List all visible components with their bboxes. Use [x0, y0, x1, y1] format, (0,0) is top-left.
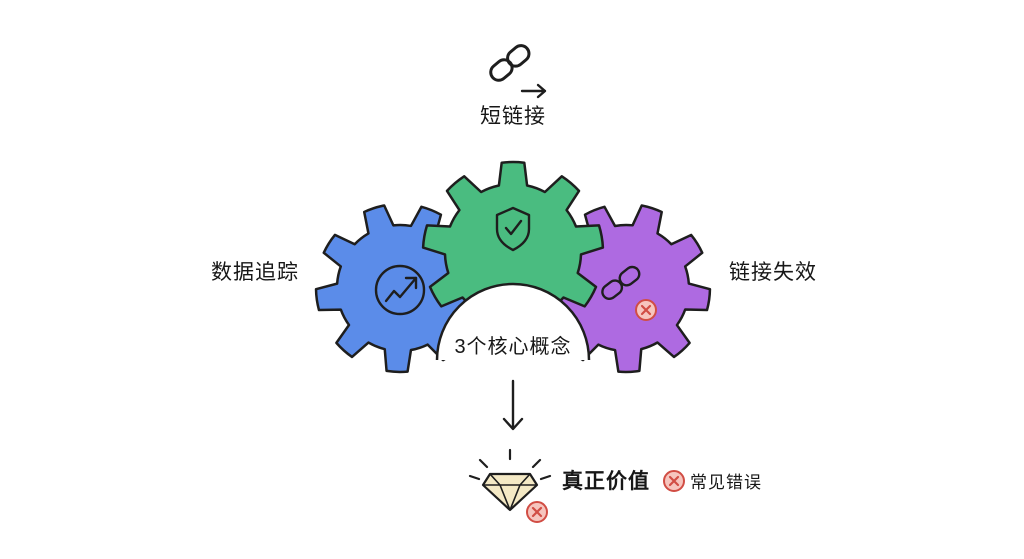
- arch-caption: 3个核心概念: [454, 336, 572, 358]
- sparkle-rays-icon: [468, 448, 552, 481]
- value-label: 真正价值: [562, 470, 650, 493]
- diamond-icon: [468, 448, 552, 512]
- gear-left-label: 数据追踪: [211, 261, 299, 284]
- redirect-arrow-icon: [520, 83, 547, 99]
- arch-opening: [435, 282, 591, 361]
- chain-link-icon: [489, 44, 531, 82]
- error-x-badge-icon: [635, 299, 657, 321]
- shield-check-icon: [495, 206, 531, 252]
- trend-arrow-icon: [374, 264, 426, 316]
- title-label: 短链接: [480, 105, 546, 128]
- down-arrow-icon: [502, 379, 524, 431]
- legend-label: 常见错误: [690, 473, 762, 492]
- gear-right-label: 链接失效: [729, 261, 817, 284]
- broken-link-icon: [601, 265, 641, 301]
- error-x-legend-icon: [663, 470, 685, 492]
- error-x-badge-icon: [526, 501, 548, 523]
